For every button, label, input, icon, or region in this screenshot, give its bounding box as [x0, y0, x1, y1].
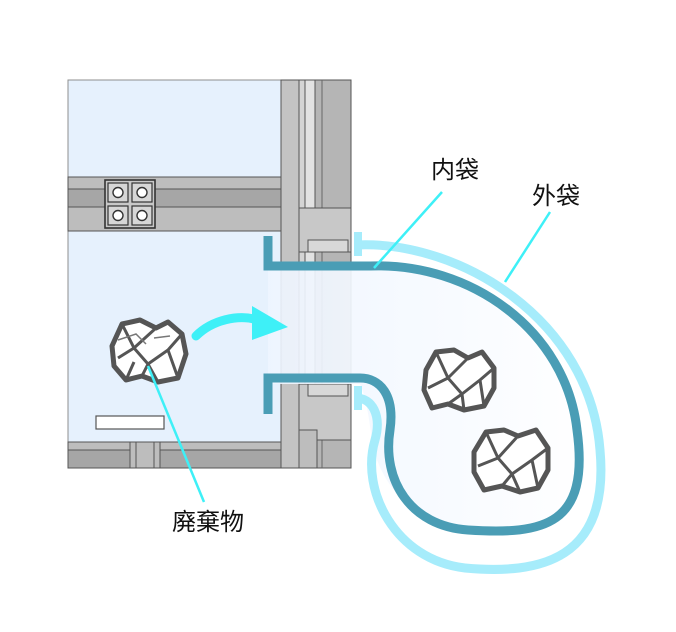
label-inner-bag: 内袋 — [431, 156, 479, 184]
outer-bag — [355, 240, 606, 574]
bolt-plate-icon — [104, 179, 156, 229]
glovebox — [67, 79, 352, 469]
inner-bag — [263, 236, 584, 536]
leader-lines — [146, 191, 552, 503]
label-outer-bag: 外袋 — [532, 182, 580, 210]
frame-beam — [67, 176, 282, 232]
leader-outer-bag — [503, 211, 552, 283]
curved-arrow-icon — [191, 306, 288, 341]
leader-waste — [146, 365, 206, 503]
leader-inner-bag — [373, 191, 443, 269]
frame-bottom — [67, 441, 283, 469]
crumpled-paper-icon — [471, 427, 551, 495]
label-plate — [95, 415, 165, 430]
label-waste: 廃棄物 — [172, 508, 244, 536]
crumpled-paper-icon — [109, 317, 189, 385]
crumpled-paper-icon — [421, 347, 497, 413]
glovebox-interior — [68, 80, 283, 442]
